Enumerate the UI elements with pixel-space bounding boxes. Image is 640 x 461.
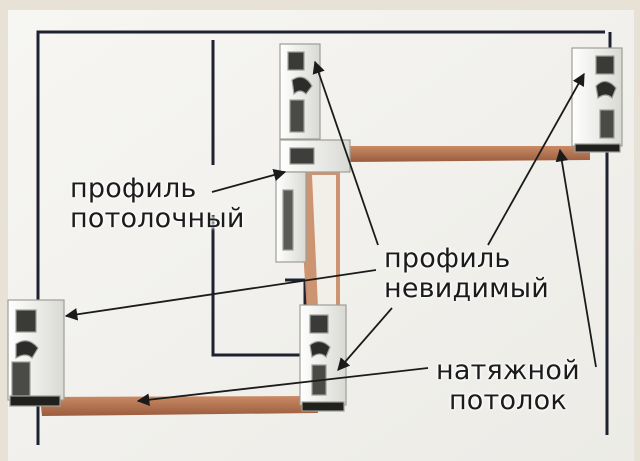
label-invisible-profile: профиль невидимый [384, 244, 549, 304]
label-invisible-profile-line-1: профиль [384, 243, 511, 274]
arrow-invisible-to-center [337, 307, 393, 371]
label-ceiling-profile-line-1: профиль [70, 173, 197, 204]
arrow-invisible-to-left [64, 269, 377, 321]
label-ceiling-profile: профиль потолочный [70, 174, 245, 234]
label-stretch-ceiling: натяжной потолок [436, 356, 580, 416]
profile-bottom-center [299, 304, 347, 412]
label-invisible-profile-line-2: невидимый [384, 273, 549, 304]
profile-top [279, 43, 321, 140]
profile-ceiling-middle [275, 139, 351, 263]
label-ceiling-profile-line-2: потолочный [70, 203, 245, 234]
arrow-invisible-to-top [312, 60, 379, 246]
arrow-stretch-to-right [555, 148, 597, 368]
arrow-ceiling-profile [211, 168, 287, 193]
profile-bottom-left [7, 299, 65, 407]
arrow-invisible-to-right [487, 72, 585, 246]
label-stretch-ceiling-line-1: натяжной [436, 355, 580, 386]
annotation-arrows [64, 60, 597, 406]
arrow-stretch-to-bottom [136, 367, 429, 406]
profile-right [571, 47, 623, 153]
label-stretch-ceiling-line-2: потолок [448, 385, 567, 416]
